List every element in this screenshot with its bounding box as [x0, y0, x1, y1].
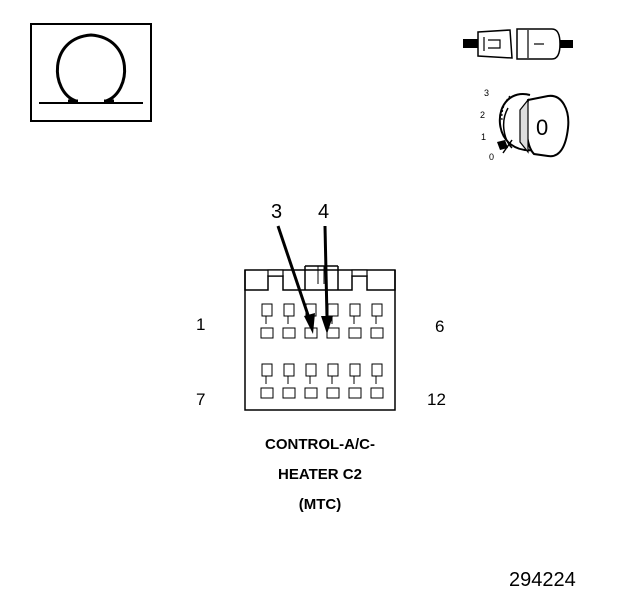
- connector-name-line3: (MTC): [298, 496, 342, 513]
- connector-probe-icon: [463, 28, 573, 60]
- callout-arrow-3: [276, 225, 315, 334]
- ignition-key-icon: [497, 92, 570, 158]
- ohm-icon: [30, 23, 152, 122]
- ignition-position-2: 2: [480, 110, 486, 120]
- connector-name-line2: HEATER C2: [278, 466, 362, 483]
- key-position-value: 0: [536, 115, 549, 140]
- cavity-row-bottom: [260, 363, 384, 399]
- connector-face: [244, 265, 396, 411]
- figure-number: 294224: [509, 569, 576, 591]
- ignition-position-1: 1: [481, 132, 487, 142]
- callout-arrow-4: [321, 225, 333, 334]
- ignition-position-0: 0: [489, 152, 495, 162]
- ignition-position-3: 3: [484, 88, 490, 98]
- pin-label-6: 6: [435, 317, 445, 336]
- pin-label-1: 1: [196, 315, 206, 334]
- pin-label-12: 12: [427, 390, 446, 409]
- callout-label-4: 4: [318, 201, 330, 223]
- callout-label-3: 3: [271, 201, 283, 223]
- connector-name-line1: CONTROL-A/C-: [265, 436, 375, 453]
- pin-label-7: 7: [196, 390, 206, 409]
